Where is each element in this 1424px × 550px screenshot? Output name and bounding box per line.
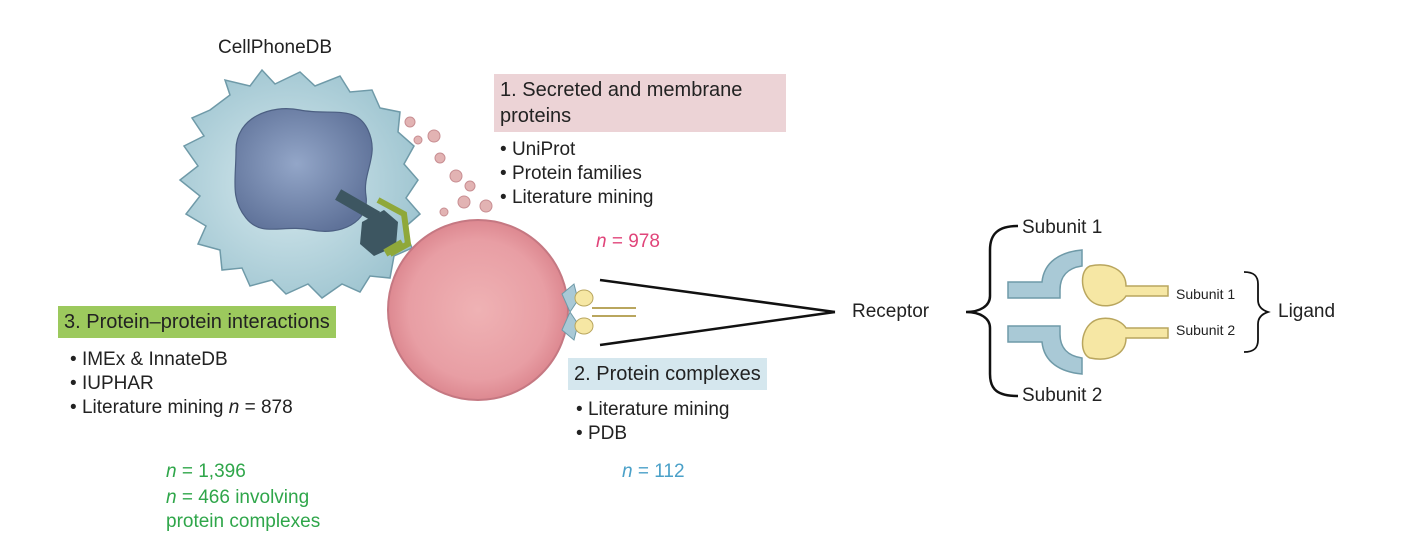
receptor-label: Receptor: [852, 301, 930, 322]
ligand-subunit-top-label: Subunit 1: [1176, 286, 1236, 302]
list-item: UniProt: [500, 138, 653, 162]
list-item: PDB: [576, 422, 729, 446]
section3-complex-count: n = 466 involving protein complexes: [166, 487, 321, 532]
receptor-subunit-top-label: Subunit 1: [1022, 217, 1103, 238]
green-ligand-icon: [376, 197, 412, 257]
immune-receptor-icon: [335, 189, 398, 256]
zoom-line-top: [599, 278, 836, 314]
list-item: Literature mining n = 878: [70, 396, 293, 420]
receptor-brace: [965, 224, 1019, 398]
section3-bullets: IMEx & InnateDB IUPHAR Literature mining…: [70, 348, 293, 420]
list-item: Literature mining: [500, 186, 654, 210]
section3-heading: 3. Protein–protein interactions: [58, 306, 336, 338]
nucleus: [234, 108, 373, 232]
cell-receptor-complex-icon: [561, 283, 636, 341]
section1-count: n = 978: [596, 231, 660, 252]
section2-count: n = 112: [622, 461, 685, 482]
section3-total-count: n = 1,396: [166, 461, 246, 482]
ligand-brace: [1243, 271, 1271, 353]
red-cell: [387, 219, 569, 401]
ligand-subunit-1-icon: [1081, 264, 1169, 307]
receptor-subunit-1-icon: [1007, 249, 1083, 299]
receptor-subunit-bottom-label: Subunit 2: [1022, 385, 1103, 406]
list-item: IUPHAR: [70, 372, 293, 396]
ligand-subunit-bottom-label: Subunit 2: [1176, 322, 1236, 338]
section1-heading-text: 1. Secreted and membrane proteins: [500, 79, 743, 127]
ligand-label: Ligand: [1278, 301, 1336, 322]
list-item: Literature mining: [576, 398, 730, 422]
zoom-line-bottom: [599, 310, 836, 347]
section1-bullets: UniProt Protein families Literature mini…: [500, 138, 654, 210]
section2-bullets: Literature mining PDB: [576, 398, 730, 446]
ligand-subunit-2-icon: [1081, 317, 1169, 360]
section1-heading: 1. Secreted and membrane proteins: [494, 74, 786, 132]
receptor-subunit-2-icon: [1007, 325, 1083, 375]
app-title: CellPhoneDB: [218, 37, 333, 58]
list-item: Protein families: [500, 162, 653, 186]
section2-heading: 2. Protein complexes: [568, 358, 767, 390]
section2-heading-text: 2. Protein complexes: [574, 363, 761, 385]
section3-heading-text: 3. Protein–protein interactions: [64, 311, 330, 333]
list-item: IMEx & InnateDB: [70, 348, 293, 372]
